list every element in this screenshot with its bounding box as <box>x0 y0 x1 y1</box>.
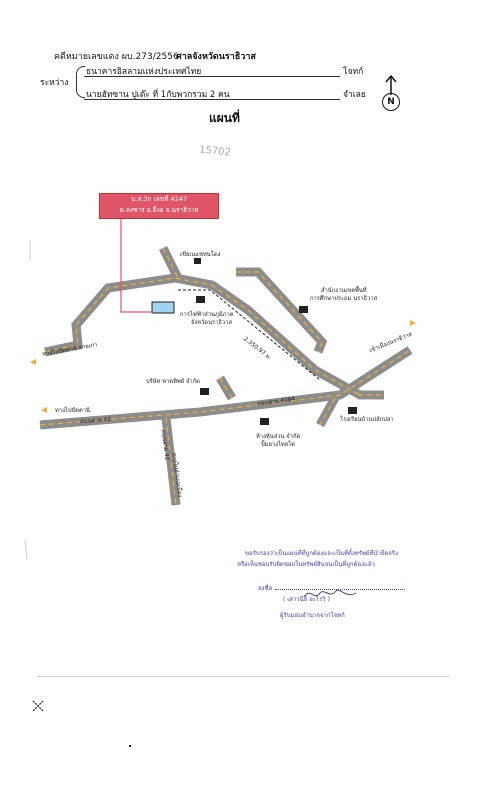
electricity-building-icon <box>196 296 205 303</box>
mosque-icon <box>194 258 201 264</box>
school-building-icon <box>348 407 357 414</box>
cert-line1: ขอรับรองว่าเป็นแผนที่ที่ถูกต้องและเป็นที… <box>245 550 398 557</box>
property-line1: น.ส.3ก เลขที่ 4247 <box>130 195 188 203</box>
property-line2: ต.ลงซาร อ.ยี่งอ จ.นราธิวาส <box>119 206 199 214</box>
label-edu-office-2: การศึกษาประถม นราธิวาส <box>310 296 378 302</box>
label-to-pattani: ทางไปปัตตานี <box>55 408 90 414</box>
defendant-name: นายฮัทซาน ปูเต๊ะ ที่ 1กับพวกรวม 2 คน <box>86 90 230 100</box>
defendant-line <box>84 99 340 100</box>
dot-mark <box>129 745 131 747</box>
page-title: แผนที่ <box>209 111 240 125</box>
page-bottom-divider <box>37 676 449 677</box>
case-number: คดีหมายเลขแดง ผบ.273/2556 <box>54 52 179 62</box>
label-store-2: ปั้มยางไทยโต <box>261 442 295 448</box>
store-building-icon <box>260 418 269 425</box>
plaintiff-role: โจทก์ <box>343 67 364 77</box>
plaintiff-line <box>84 76 340 77</box>
roads <box>39 245 413 506</box>
label-electricity-2: จังหวัดนราธิวาส <box>191 320 232 326</box>
pointer-line <box>120 217 151 313</box>
label-electricity: การไฟฟ้าส่วนภูมิภาค <box>180 312 234 318</box>
property-label-box: น.ส.3ก เลขที่ 4247 ต.ลงซาร อ.ยี่งอ จ.นรา… <box>99 193 219 219</box>
label-store: ห้างหุ้นส่วน จำกัด <box>256 434 301 440</box>
arrow-left-2-icon <box>41 407 47 413</box>
sign-line <box>275 589 405 590</box>
north-arrow-icon <box>385 74 397 95</box>
cert-line2: หรือเห็นชอบรับผิดชอบในทรัพย์สินจนเป็นที่… <box>237 561 375 568</box>
signature-mark <box>303 589 357 598</box>
road-store <box>316 395 339 428</box>
company-building-icon <box>200 388 209 395</box>
label-edu-office: สำนักงานเขตพื้นที่ <box>321 288 367 294</box>
cert-role: ผู้รับมอบอำนาจจากโจทก์ <box>280 612 345 619</box>
party-brace <box>76 66 85 98</box>
cert-sign-label: ลงชื่อ <box>258 585 273 592</box>
label-company: บริษัท หาดทิพย์ จำกัด <box>146 379 200 385</box>
label-mosque: เขียเนแชทนโดง <box>180 252 221 258</box>
plaintiff-name: ธนาคารอิสลามแห่งประเทศไทย <box>86 67 202 77</box>
map-canvas <box>24 217 416 561</box>
north-label: N <box>382 93 400 111</box>
distance-line <box>178 289 321 381</box>
scan-mark-icon <box>32 700 44 712</box>
between-label: ระหว่าง <box>40 78 69 88</box>
label-road-42: ถนนสาย 42 <box>79 416 112 426</box>
label-school: โรงเรียนบ้านปลักปลา <box>340 417 394 423</box>
arrow-left-icon <box>30 359 36 365</box>
arrow-right-icon <box>410 320 416 326</box>
edu-office-building-icon <box>299 306 308 313</box>
cert-signer: ( เสาวนีย์ อะไรวิ ) <box>283 596 330 603</box>
defendant-role: จำเลย <box>343 90 366 100</box>
court-name: ศาลจังหวัดนราธิวาส <box>176 52 256 62</box>
property-parcel <box>151 301 175 314</box>
